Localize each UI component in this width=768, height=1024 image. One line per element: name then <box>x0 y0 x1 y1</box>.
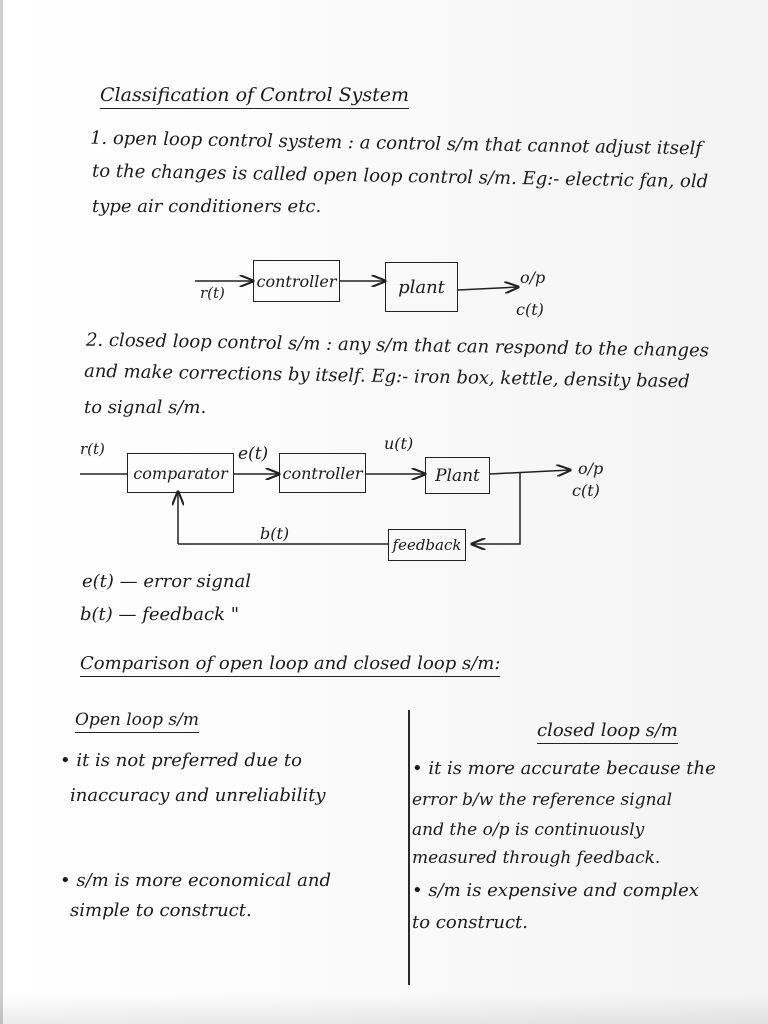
closed-point-2-line-1: • s/m is expensive and complex <box>412 880 699 901</box>
open-point-1-line-2: inaccuracy and unreliability <box>70 785 326 806</box>
closed-point-1-line-3: and the o/p is continuously <box>412 820 645 840</box>
open-point-2-line-1: • s/m is more economical and <box>60 870 331 891</box>
cl-output-label: o/p <box>578 459 604 478</box>
cl-plant-block: Plant <box>425 457 490 494</box>
ol-output-symbol: c(t) <box>516 300 544 319</box>
open-point-2-line-2: simple to construct. <box>70 900 252 921</box>
legend-feedback: b(t) — feedback " <box>80 604 239 625</box>
closed-point-1-line-2: error b/w the reference signal <box>412 790 673 810</box>
page-edge <box>0 0 3 1024</box>
cl-input-label: r(t) <box>80 440 105 458</box>
ol-plant-block: plant <box>385 262 458 312</box>
open-point-1-line-1: • it is not preferred due to <box>60 750 302 771</box>
cl-error-label: e(t) <box>238 444 269 464</box>
closed-point-1-line-1: • it is more accurate because the <box>412 758 716 779</box>
cl-output-symbol: c(t) <box>572 481 600 500</box>
cl-feedback-block: feedback <box>388 529 466 561</box>
closed-point-2-line-2: to construct. <box>412 912 529 933</box>
ol-output-label: o/p <box>520 268 546 287</box>
ol-controller-block: controller <box>253 260 340 302</box>
closed-point-1-line-4: measured through feedback. <box>412 848 661 868</box>
cl-comparator-block: comparator <box>127 453 234 493</box>
column-divider <box>408 710 410 985</box>
page-bottom-shadow <box>0 994 768 1024</box>
ol-input-label: r(t) <box>200 284 225 302</box>
cl-feedback-signal-label: b(t) <box>260 524 290 543</box>
comparison-heading: Comparison of open loop and closed loop … <box>80 655 501 677</box>
open-loop-line-3: type air conditioners etc. <box>92 196 322 217</box>
open-loop-column-title: Open loop s/m <box>75 712 199 733</box>
cl-controller-block: controller <box>279 453 366 493</box>
legend-error-signal: e(t) — error signal <box>82 571 251 592</box>
page-heading: Classification of Control System <box>100 86 409 109</box>
closed-loop-column-title: closed loop s/m <box>537 722 678 744</box>
closed-loop-line-3: to signal s/m. <box>84 397 207 418</box>
cl-control-signal-label: u(t) <box>384 434 414 453</box>
